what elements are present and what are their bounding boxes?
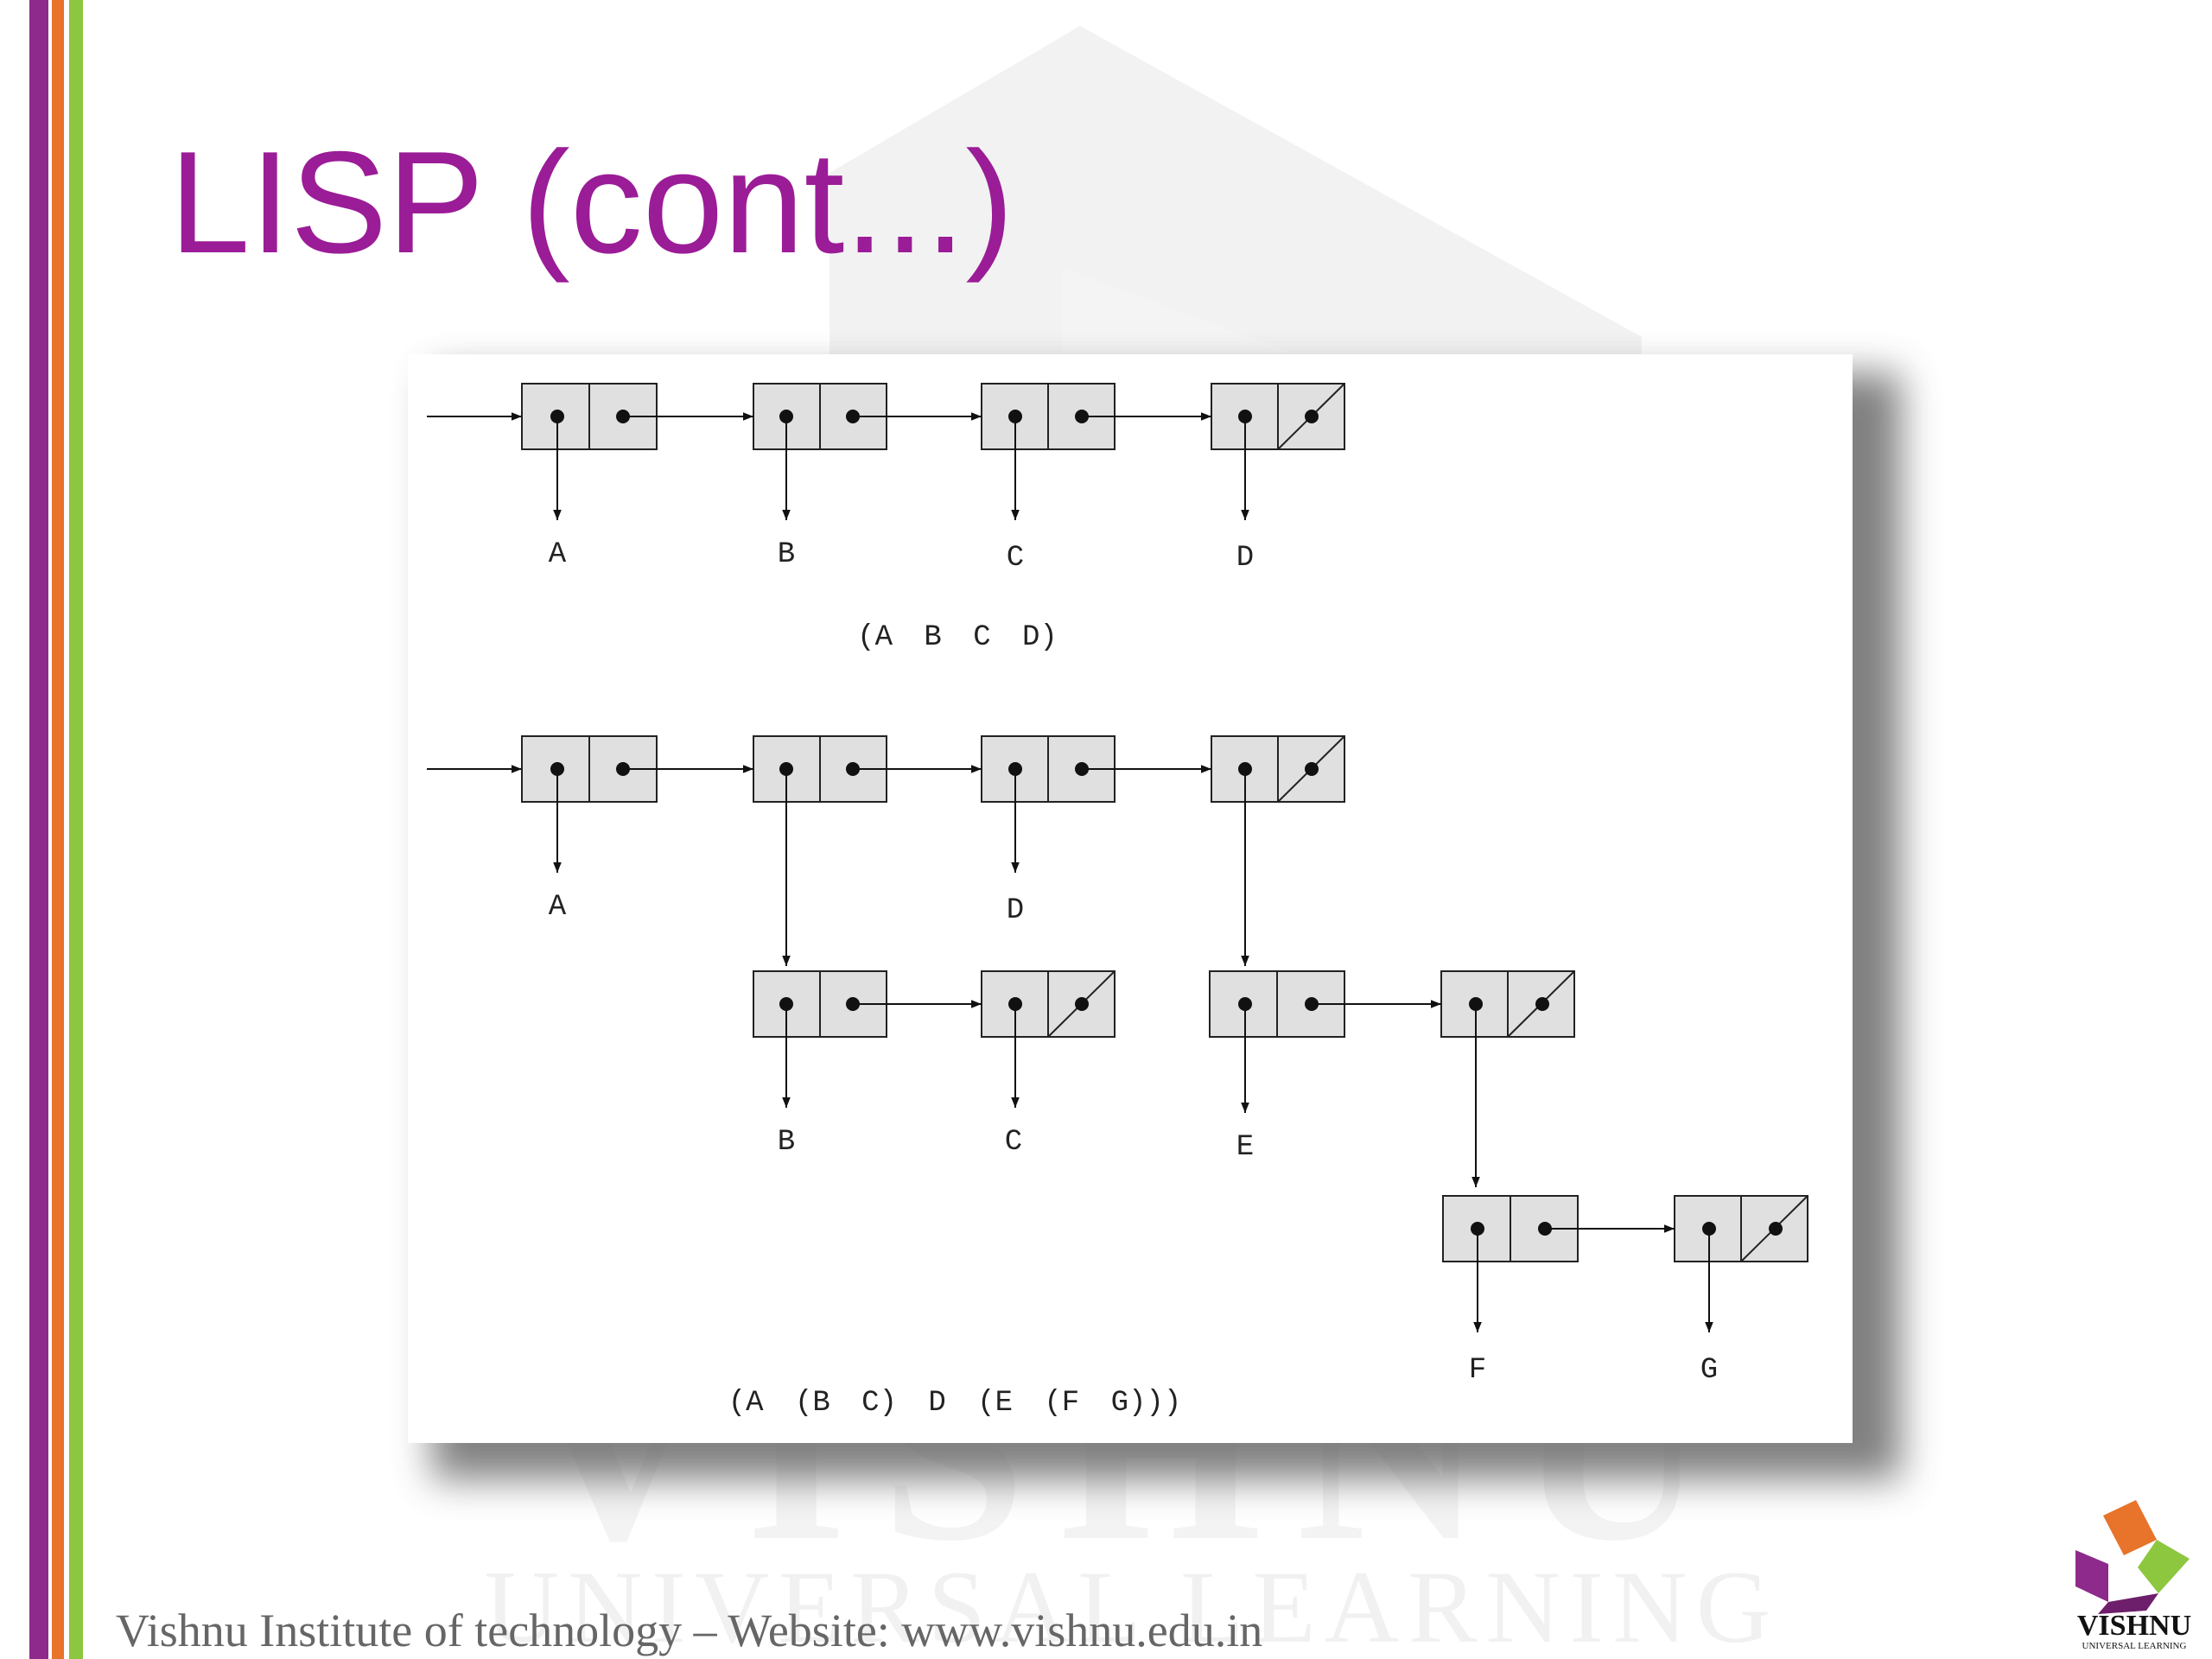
atom-label: A (549, 538, 567, 571)
cons-cell (981, 735, 1116, 803)
figure-1: A B C D (A B C D) (427, 383, 1345, 654)
cons-cell-nil (1211, 735, 1345, 803)
atom-label: G (1700, 1354, 1718, 1387)
slide-title: LISP (cont...) (169, 121, 1014, 283)
atom-label: F (1469, 1354, 1486, 1387)
atom-label: B (778, 538, 795, 571)
vishnu-logo: VISHNU UNIVERSAL LEARNING (2075, 1500, 2191, 1651)
atom-label: D (1236, 542, 1254, 575)
list-caption: (A B C D) (857, 621, 1058, 654)
atom-label: B (778, 1126, 795, 1159)
atom-label: A (549, 891, 567, 924)
watermark-line2: UNIVERSAL LEARNING (485, 1549, 1780, 1659)
cons-cell-nil (1674, 1195, 1808, 1262)
cons-cell-nil (1440, 970, 1575, 1038)
list-caption: (A (B C) D (E (F G))) (728, 1387, 1181, 1420)
atom-label: D (1007, 894, 1024, 927)
stripe-purple (29, 0, 48, 1659)
figure-2: A D B C (427, 735, 1808, 1420)
stripe-orange (52, 0, 64, 1659)
cons-cell-nil (1211, 383, 1345, 450)
stripe-green (69, 0, 83, 1659)
atom-label: C (1005, 1126, 1022, 1159)
atom-label: C (1007, 542, 1024, 575)
footer-text: Vishnu Institute of technology – Website… (116, 1605, 1263, 1656)
cons-cell-nil (981, 970, 1116, 1038)
logo-tagline: UNIVERSAL LEARNING (2082, 1641, 2187, 1651)
atom-label: E (1236, 1131, 1254, 1164)
figure-panel (408, 354, 1853, 1443)
logo-name: VISHNU (2077, 1610, 2191, 1642)
